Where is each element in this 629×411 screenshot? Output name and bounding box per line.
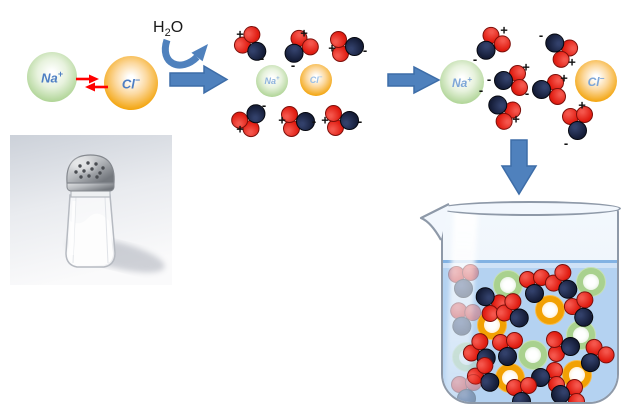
chloride-ion-ring [536, 296, 564, 324]
beaker-body [441, 208, 619, 404]
charge-label: - [478, 82, 484, 98]
shaker-glass-body [65, 184, 116, 268]
hydrogen-atom [462, 264, 479, 281]
pair-na-ion: Na+ [256, 65, 288, 97]
pair-cl-ion: Cl− [300, 64, 332, 96]
step-arrow-right-2 [387, 65, 441, 95]
charge-label: + [568, 54, 576, 70]
charge-label: + [236, 121, 244, 137]
charge-label: + [300, 25, 308, 41]
water-molecule [449, 374, 485, 402]
water-molecule [226, 93, 277, 144]
crystal-cl-ion: Cl− [104, 56, 158, 110]
water-molecule [446, 264, 482, 300]
charge-label: - [311, 113, 317, 129]
charge-label: - [486, 71, 492, 87]
h2o-curved-arrow [161, 38, 208, 69]
ion-label: Cl− [309, 74, 323, 85]
oxygen-atom [568, 121, 587, 140]
h2o-element: H [153, 19, 165, 36]
oxygen-atom [457, 389, 476, 402]
h2o-label: H2O [153, 19, 183, 39]
charge-label: - [524, 85, 530, 101]
charge-label: + [512, 111, 520, 127]
oxygen-atom [498, 347, 517, 366]
oxygen-atom [345, 37, 364, 56]
ion-label: Na+ [264, 75, 280, 86]
charge-label: - [563, 135, 569, 151]
charge-label: + [321, 112, 329, 128]
beaker [415, 198, 629, 410]
ion-label: Na+ [451, 74, 473, 90]
cap-holes [74, 161, 105, 179]
charge-label: + [328, 40, 336, 56]
hydrogen-atom [506, 332, 523, 349]
charge-label: - [472, 51, 478, 67]
h2o-oxygen: O [170, 19, 184, 36]
water-molecule [549, 377, 585, 402]
charge-label: - [261, 97, 267, 113]
charge-label: + [578, 97, 586, 113]
salt-fill [68, 213, 113, 265]
charge-label: - [290, 57, 296, 73]
charge-label: - [259, 50, 265, 66]
hydrogen-atom [465, 374, 482, 391]
oxygen-atom [525, 284, 544, 303]
shaker-metal-cap [66, 154, 115, 192]
step-arrow-right-1 [169, 64, 229, 95]
oxygen-atom [512, 392, 531, 402]
beaker-spout [419, 203, 450, 241]
water-molecule [490, 332, 526, 368]
charge-label: + [278, 112, 286, 128]
water-molecule [504, 377, 540, 402]
h2o-subscript: 2 [164, 27, 171, 40]
charge-label: + [560, 70, 568, 86]
free-cl-ion: Cl− [575, 60, 617, 102]
water-molecule [517, 269, 553, 305]
free-na-ion: Na+ [440, 60, 484, 104]
ion-label: Cl− [121, 74, 141, 92]
hydrogen-atom [576, 106, 593, 123]
hydrogen-atom [568, 393, 585, 402]
charge-label: + [236, 26, 244, 42]
hydrogen-atom [520, 377, 537, 394]
water-molecule [325, 102, 361, 138]
hydrogen-atom [549, 88, 566, 105]
charge-label: + [522, 59, 530, 75]
oxygen-atom [551, 385, 570, 402]
oxygen-atom [340, 111, 359, 130]
beaker-contents [443, 210, 617, 402]
charge-label: - [362, 42, 368, 58]
charge-label: - [538, 27, 544, 43]
ion-label: Cl− [587, 73, 605, 89]
crystal-na-ion: Na+ [27, 52, 77, 102]
beaker-rim [439, 201, 621, 216]
water-molecule [560, 106, 596, 142]
oxygen-atom [532, 80, 551, 99]
oxygen-atom [454, 279, 473, 298]
charge-label: - [357, 113, 363, 129]
salt-shaker-photo [10, 135, 172, 285]
ion-label: Na+ [41, 68, 63, 86]
step-arrow-down [500, 139, 538, 196]
sodium-ion-ring [519, 341, 547, 369]
charge-label: + [500, 22, 508, 38]
